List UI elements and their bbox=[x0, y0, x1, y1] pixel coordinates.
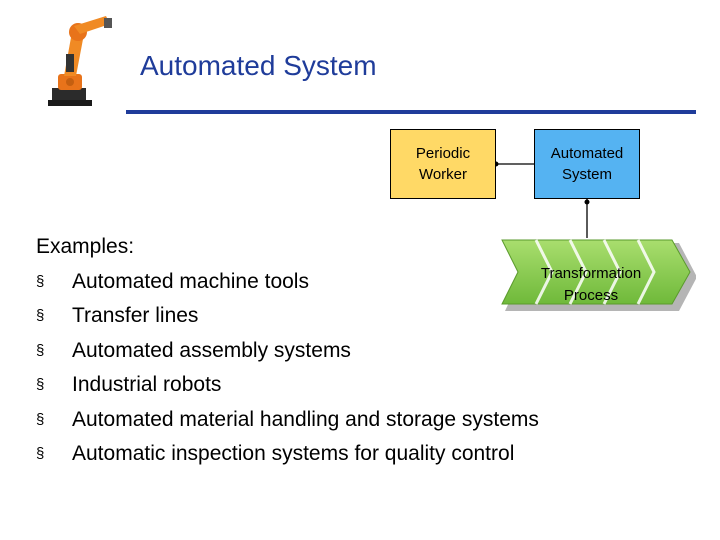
system-connector-dot bbox=[584, 199, 590, 205]
transformation-process-label: Transformation Process bbox=[516, 263, 666, 307]
industrial-robot-icon bbox=[48, 16, 112, 106]
list-item-text: Automated assembly systems bbox=[72, 338, 351, 362]
automated-system-line-2: System bbox=[561, 166, 612, 183]
slide-title: Automated System bbox=[140, 50, 377, 81]
automated-system-line-1: Automated bbox=[550, 145, 624, 162]
list-item-text: Automatic inspection systems for quality… bbox=[72, 442, 515, 465]
periodic-worker-line-1: Periodic bbox=[415, 145, 471, 162]
list-item: § Industrial robots bbox=[36, 368, 539, 403]
list-item-text: Transfer lines bbox=[72, 304, 199, 327]
periodic-worker-line-2: Worker bbox=[418, 166, 468, 183]
process-line-2: Process bbox=[563, 287, 619, 304]
list-item-text: Industrial robots bbox=[72, 373, 222, 396]
periodic-worker-box: Periodic Worker bbox=[390, 129, 496, 199]
list-item: § Automated machine tools bbox=[36, 265, 539, 300]
list-item-text: Automated machine tools bbox=[72, 269, 309, 293]
examples-list: § Automated machine tools § Transfer lines… bbox=[36, 265, 539, 472]
list-item: § Automatic inspection systems for qualit… bbox=[36, 437, 539, 472]
list-item: § Transfer lines bbox=[36, 299, 539, 334]
examples-section: Examples: § Automated machine tools § Tran… bbox=[36, 230, 539, 472]
process-line-1: Transformation bbox=[540, 265, 642, 282]
bullet-icon: § bbox=[36, 341, 45, 359]
list-item-text: Automated material handling and storage … bbox=[72, 407, 539, 431]
examples-heading: Examples: bbox=[36, 235, 135, 258]
title-underline bbox=[126, 110, 696, 114]
bullet-icon: § bbox=[36, 410, 45, 428]
bullet-icon: § bbox=[36, 445, 45, 462]
bullet-icon: § bbox=[36, 376, 45, 393]
list-item: § Automated assembly systems bbox=[36, 334, 539, 369]
automated-system-box: Automated System bbox=[534, 129, 640, 199]
chevron-process-arrow bbox=[501, 239, 696, 311]
bullet-icon: § bbox=[36, 272, 45, 290]
bullet-icon: § bbox=[36, 307, 45, 324]
list-item: § Automated material handling and storage… bbox=[36, 403, 539, 438]
